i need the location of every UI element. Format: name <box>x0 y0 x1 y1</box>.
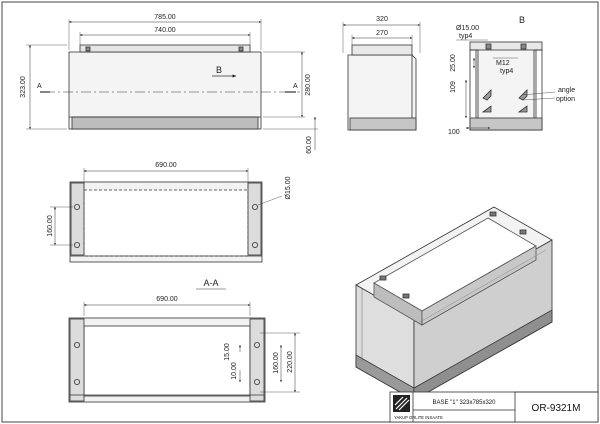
front-width-outer: 785.00 <box>154 14 176 21</box>
section-dim-10: 10.00 <box>231 362 238 380</box>
side-width-inner: 270 <box>376 30 388 37</box>
top-depth: 160.00 <box>47 215 54 237</box>
view-b-title: B <box>519 15 525 25</box>
front-width-inner: 740.00 <box>154 27 176 34</box>
front-view-labels: 785.00 740.00 323.00 280.00 60.00 A A B <box>20 14 313 154</box>
section-mark-right: A <box>293 83 298 90</box>
front-view <box>26 19 318 150</box>
part-number: OR-9321M <box>532 403 581 414</box>
company-logo <box>393 395 410 412</box>
view-b-detail <box>456 39 556 131</box>
view-b-thread: M12 <box>496 60 510 67</box>
view-b-thread-note: typ4 <box>500 68 513 75</box>
view-b-dim-109: 109 <box>450 81 457 93</box>
section-mark-left: A <box>37 83 42 90</box>
front-height-side: 280.00 <box>305 74 312 96</box>
view-b-dim-100: 100 <box>448 129 460 136</box>
section-dim-15: 15.00 <box>224 343 231 361</box>
section-dim-220: 220.00 <box>287 351 294 373</box>
view-arrow-label: B <box>216 65 222 75</box>
side-view <box>342 22 421 131</box>
side-width-outer: 320 <box>376 16 388 23</box>
view-b-labels: B Ø15.00 typ4 25.00 M12 typ4 109 100 ang… <box>448 15 575 136</box>
section-width: 690.00 <box>156 296 178 303</box>
view-b-dim-25: 25.00 <box>450 54 457 72</box>
title-block <box>389 391 599 423</box>
section-aa-title: A-A <box>203 278 218 288</box>
front-base-height: 60.00 <box>306 136 313 154</box>
section-aa-labels: A-A 690.00 15.00 160.00 220.00 10.00 <box>156 278 294 380</box>
section-dim-160: 160.00 <box>273 352 280 374</box>
section-aa <box>68 288 300 403</box>
front-height-total: 323.00 <box>20 76 27 98</box>
isometric-view <box>355 206 553 401</box>
view-b-option-label: option <box>556 96 575 103</box>
top-hole-dia: Ø15.00 <box>285 176 292 199</box>
top-width: 690.00 <box>155 162 177 169</box>
top-view <box>50 168 283 263</box>
view-b-hole-dia: Ø15.00 <box>456 25 479 32</box>
view-b-hole-note: typ4 <box>459 33 472 40</box>
company-name: YAKUP ORLITE INSAATE <box>394 415 443 420</box>
view-b-angle-label: angle <box>558 87 575 94</box>
part-description: BASE "1" 323x785x320 <box>433 400 497 406</box>
